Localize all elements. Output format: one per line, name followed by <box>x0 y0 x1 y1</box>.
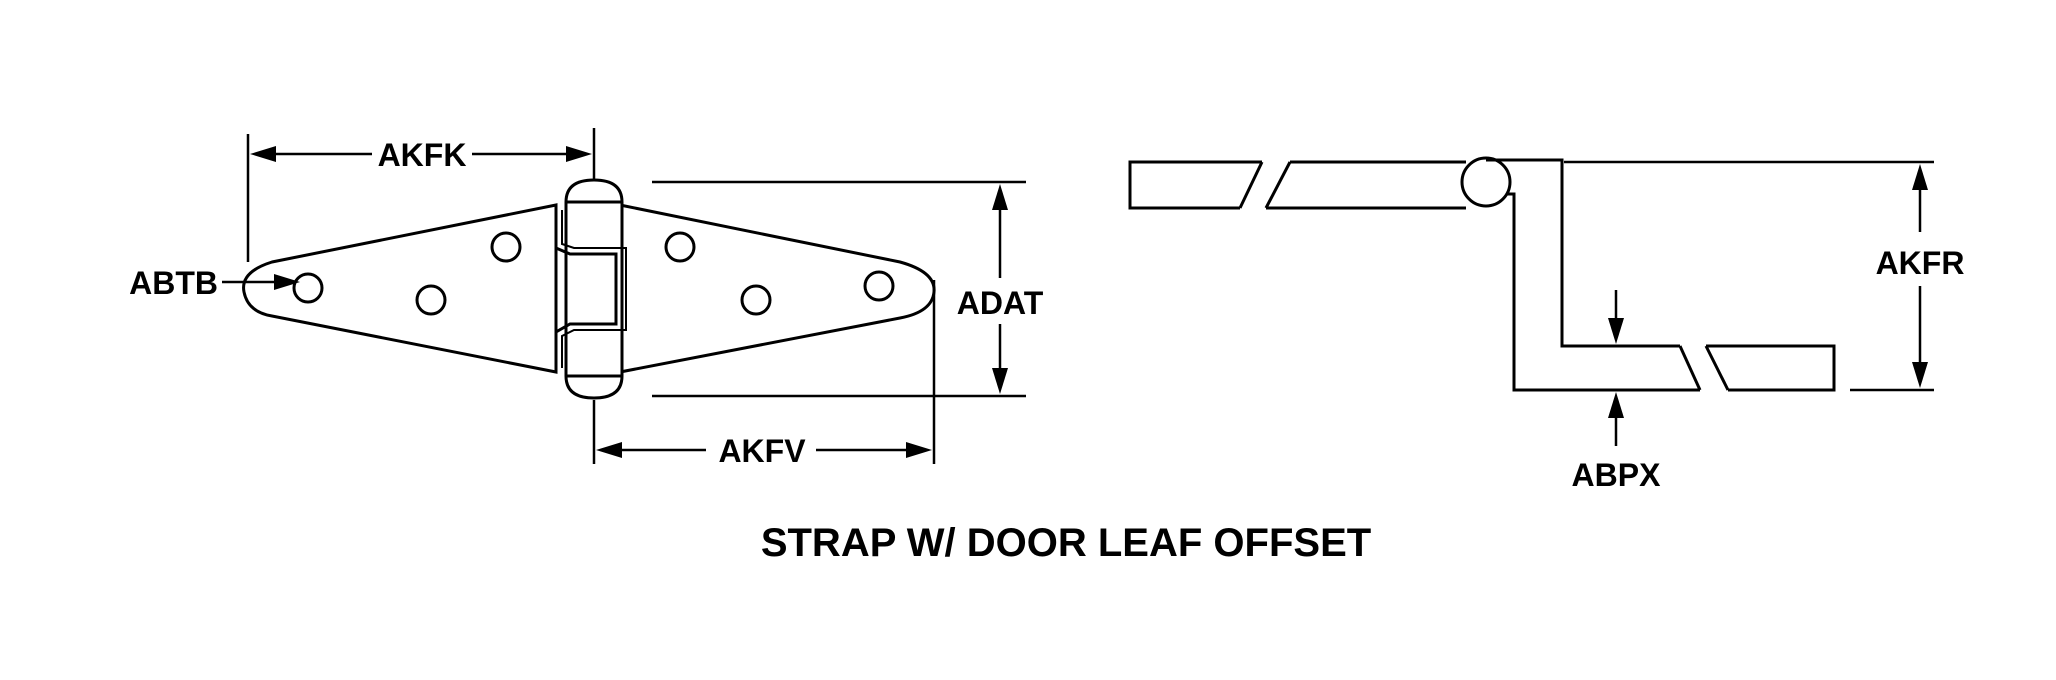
upper-leaf-break-right <box>1264 161 1292 209</box>
adat-arrow-bottom <box>992 368 1008 394</box>
hinge-side-view: AKFR ABPX <box>1128 156 1965 493</box>
abpx-arrow-bottom <box>1608 392 1624 418</box>
hole-right-3 <box>863 270 895 302</box>
hole-left-2 <box>415 284 447 316</box>
hole-right-2 <box>740 284 772 316</box>
side-knuckle <box>1460 156 1512 208</box>
akfr-arrow-bottom <box>1912 362 1928 388</box>
akfr-arrow-top <box>1912 164 1928 190</box>
adat-arrow-top <box>992 184 1008 210</box>
lower-leaf-right-segment <box>1706 344 1836 392</box>
lower-leaf-break-right <box>1704 345 1730 391</box>
upper-leaf-break-left <box>1238 161 1264 209</box>
leaf-offset-curl-inner <box>561 210 627 368</box>
hole-left-1 <box>292 272 324 304</box>
akfv-label: AKFV <box>718 433 806 469</box>
hinge-front-view: AKFK ABTB ADAT AKFV <box>129 128 1044 469</box>
offset-leaf-break-left <box>1678 345 1702 391</box>
adat-label: ADAT <box>957 285 1044 321</box>
hole-right-1 <box>664 231 696 263</box>
akfv-arrow-left <box>596 442 622 458</box>
hinge-knuckle <box>564 178 624 400</box>
left-leaf <box>242 203 558 374</box>
akfr-label: AKFR <box>1876 245 1965 281</box>
leaf-offset-curl <box>554 205 618 372</box>
hole-left-3 <box>490 231 522 263</box>
akfk-arrow-left <box>250 146 276 162</box>
akfk-arrow-right <box>566 146 592 162</box>
abpx-arrow-top <box>1608 318 1624 344</box>
abtb-label: ABTB <box>129 265 218 301</box>
abtb-arrow <box>274 274 300 290</box>
right-leaf <box>618 203 936 374</box>
diagram-caption: STRAP W/ DOOR LEAF OFFSET <box>761 521 1371 565</box>
upper-leaf-left-segment <box>1128 160 1262 210</box>
upper-leaf-right-segment <box>1266 160 1466 210</box>
abpx-label: ABPX <box>1572 457 1662 493</box>
offset-leaf-profile <box>1486 158 1700 392</box>
akfv-arrow-right <box>906 442 932 458</box>
akfk-label: AKFK <box>378 137 467 173</box>
